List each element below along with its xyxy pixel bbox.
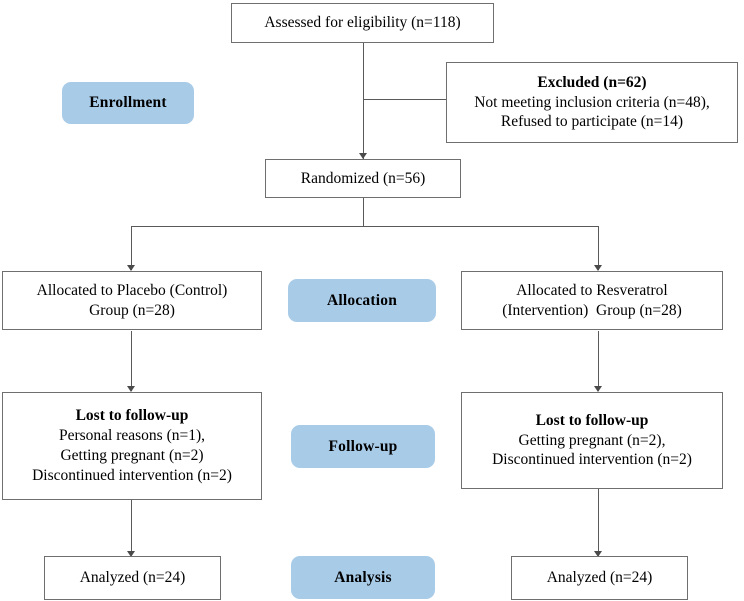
- phase-label-enrollment: Enrollment: [62, 82, 194, 124]
- connector-to-excluded: [363, 99, 446, 100]
- connector-randomized-trunk: [363, 197, 364, 226]
- connector-control-to-analysis: [131, 500, 132, 556]
- node-line: Allocated to Placebo (Control): [36, 281, 228, 299]
- node-line: Analyzed (n=24): [79, 569, 186, 587]
- phase-label-allocation: Allocation: [288, 279, 436, 322]
- arrowhead-lost-intervention: [594, 386, 602, 392]
- node-randomized: Randomized (n=56): [265, 159, 461, 198]
- arrowhead-allocated-control: [127, 265, 135, 271]
- arrowhead-randomized: [359, 153, 367, 159]
- node-line: Randomized (n=56): [300, 169, 426, 187]
- node-line: Discontinued intervention (n=2): [492, 451, 692, 469]
- node-line: Getting pregnant (n=2),: [518, 431, 666, 449]
- arrowhead-lost-control: [127, 386, 135, 392]
- node-line: Group (n=28): [89, 301, 175, 319]
- connector-allocation-split: [131, 226, 599, 227]
- node-analyzed-intervention: Analyzed (n=24): [511, 556, 688, 600]
- node-line: (Intervention) Group (n=28): [502, 301, 682, 319]
- connector-intervention-to-analysis: [598, 489, 599, 556]
- node-line: Assessed for eligibility (n=118): [264, 14, 461, 32]
- node-line: Personal reasons (n=1),: [58, 427, 206, 445]
- arrowhead-allocated-intervention: [594, 265, 602, 271]
- node-lost-to-followup-intervention: Lost to follow-up Getting pregnant (n=2)…: [461, 392, 723, 489]
- node-allocated-intervention: Allocated to Resveratrol (Intervention) …: [461, 271, 723, 330]
- node-analyzed-control: Analyzed (n=24): [44, 556, 221, 600]
- node-line: Excluded (n=62): [537, 73, 647, 91]
- node-line: Allocated to Resveratrol: [516, 281, 668, 299]
- node-allocated-control: Allocated to Placebo (Control) Group (n=…: [2, 271, 262, 330]
- phase-label-followup: Follow-up: [291, 425, 435, 468]
- node-line: Lost to follow-up: [535, 411, 649, 429]
- arrowhead-analyzed-control: [127, 551, 135, 557]
- connector-control-to-followup: [131, 331, 132, 391]
- phase-label-analysis: Analysis: [291, 556, 435, 599]
- node-line: Discontinued intervention (n=2): [32, 466, 232, 484]
- node-assessed-for-eligibility: Assessed for eligibility (n=118): [231, 3, 494, 43]
- connector-intervention-to-followup: [598, 331, 599, 391]
- node-line: Not meeting inclusion criteria (n=48),: [474, 93, 710, 111]
- node-line: Analyzed (n=24): [546, 569, 653, 587]
- connector-assessed-to-randomized: [363, 42, 364, 159]
- node-line: Lost to follow-up: [75, 407, 189, 425]
- node-line: Refused to participate (n=14): [500, 113, 684, 131]
- arrowhead-analyzed-intervention: [594, 551, 602, 557]
- node-lost-to-followup-control: Lost to follow-up Personal reasons (n=1)…: [2, 392, 262, 500]
- node-line: Getting pregnant (n=2): [60, 447, 204, 464]
- connector-split-left: [131, 226, 132, 270]
- connector-split-right: [598, 226, 599, 270]
- node-excluded: Excluded (n=62) Not meeting inclusion cr…: [446, 62, 738, 143]
